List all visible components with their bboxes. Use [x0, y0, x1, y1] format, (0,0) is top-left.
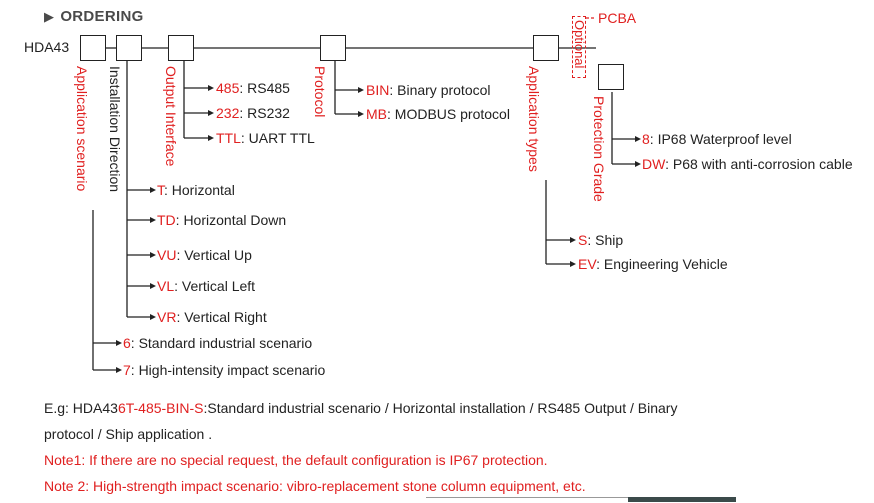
dark-bar [628, 497, 736, 502]
option-vu: VU: Vertical Up [157, 247, 252, 263]
optional-bracket [572, 16, 586, 78]
option-8: 8: IP68 Waterproof level [642, 131, 792, 147]
triangle-right-icon: ▶ [44, 9, 55, 24]
option-232: 232: RS232 [216, 105, 290, 121]
option-vl: VL: Vertical Left [157, 278, 256, 294]
box-application-types [533, 35, 559, 61]
label-installation-direction: Installation Direction [107, 66, 123, 193]
pcba-label: PCBA [598, 10, 637, 26]
box-application-scenario [80, 35, 106, 61]
box-installation-direction [116, 35, 142, 61]
option-ev: EV: Engineering Vehicle [578, 256, 728, 272]
box-output-interface [168, 35, 194, 61]
option-485: 485: RS485 [216, 80, 290, 96]
note-1: Note1: If there are no special request, … [44, 452, 548, 468]
example-line-2: protocol / Ship application . [44, 426, 213, 442]
section-title: ▶ ORDERING [44, 8, 144, 25]
label-output-interface: Output Interface [163, 66, 179, 167]
option-ttl: TTL: UART TTL [216, 130, 315, 146]
option-s: S: Ship [578, 232, 624, 248]
example-line-1: E.g: HDA436T-485-BIN-S:Standard industri… [44, 400, 678, 416]
model-code: HDA43 [24, 39, 70, 55]
section-title-text: ORDERING [60, 8, 144, 25]
option-dw: DW: P68 with anti-corrosion cable [642, 156, 853, 172]
option-td: TD: Horizontal Down [157, 212, 287, 228]
divider [426, 497, 736, 503]
option-vr: VR: Vertical Right [157, 309, 267, 325]
label-protection-grade: Protection Grade [591, 96, 607, 202]
label-application-types: Application types [526, 66, 542, 172]
note-2: Note 2: High-strength impact scenario: v… [44, 478, 586, 494]
label-protocol: Protocol [312, 66, 328, 118]
optional-label: Optional [572, 20, 587, 69]
box-protection-grade [598, 64, 624, 90]
option-bin: BIN: Binary protocol [366, 82, 491, 98]
option-mb: MB: MODBUS protocol [366, 106, 510, 122]
option-6: 6: Standard industrial scenario [123, 335, 313, 351]
option-7: 7: High-intensity impact scenario [123, 362, 326, 378]
label-application-scenario: Application scenario [74, 66, 90, 192]
option-t: T: Horizontal [157, 182, 235, 198]
box-protocol [320, 35, 346, 61]
